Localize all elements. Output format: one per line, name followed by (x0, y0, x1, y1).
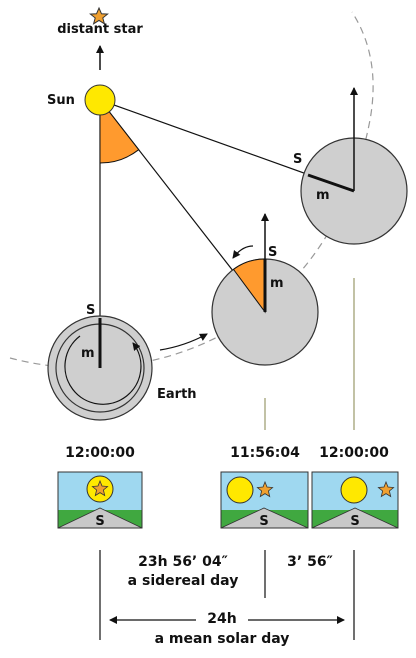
earth-1-m-label: m (81, 346, 95, 361)
distant-star-label: distant star (57, 22, 143, 37)
earth-2-m-label: m (270, 276, 284, 291)
distant-star-icon (89, 6, 109, 25)
earth-3-m-label: m (316, 188, 330, 203)
solar-duration: 24h (207, 611, 236, 627)
time-label-2: 11:56:04 (230, 445, 300, 461)
time-label-1: 12:00:00 (65, 445, 135, 461)
panel-3-s-label: S (350, 514, 359, 529)
sidereal-day-label: a sidereal day (128, 573, 239, 589)
orbit-direction-arrow (159, 333, 208, 351)
solar-time-bg (196, 607, 248, 625)
solar-day-label: a mean solar day (155, 631, 290, 647)
sky-panel-1 (57, 471, 143, 529)
time-label-3: 12:00:00 (319, 445, 389, 461)
panel-2-s-label: S (259, 514, 268, 529)
earth-3-s-label: S (293, 152, 302, 167)
sidereal-duration: 23h 56’ 04″ (138, 554, 228, 570)
panel-1-s-label: S (95, 514, 104, 529)
earth-1-s-label: S (86, 303, 95, 318)
extra-duration: 3’ 56″ (287, 554, 333, 570)
sky-panel-3 (311, 471, 399, 529)
earth-position-2 (211, 213, 319, 366)
sun-icon (84, 84, 116, 116)
earth-label: Earth (157, 387, 197, 402)
sun-label: Sun (47, 93, 75, 108)
sun-angle-wedge (99, 98, 140, 164)
earth-position-1 (47, 315, 153, 421)
earth-2-s-label: S (268, 245, 277, 260)
sky-panel-2 (220, 471, 309, 529)
earth-position-3 (300, 87, 408, 245)
